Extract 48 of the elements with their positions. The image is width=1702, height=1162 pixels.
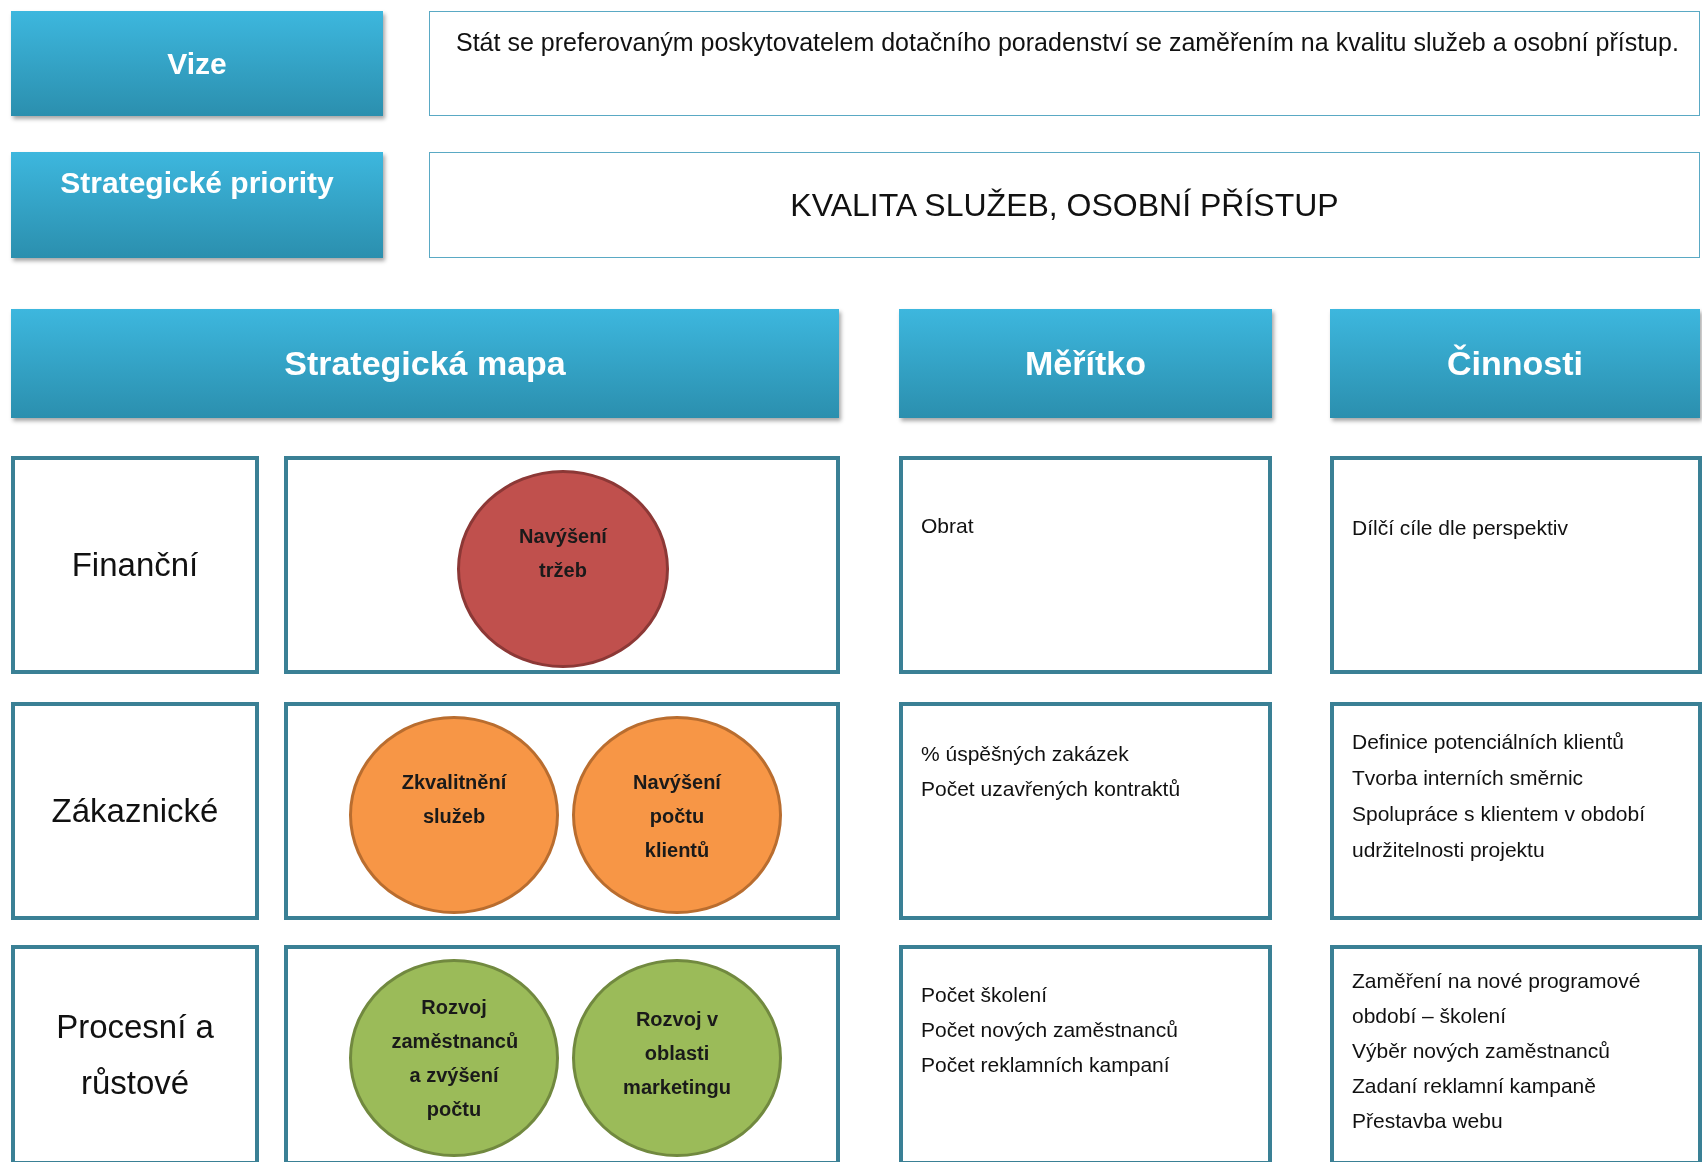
header-bar <box>899 309 1272 418</box>
perspective-label: Procesní a růstové <box>55 1007 215 1103</box>
perspective-label: Finanční <box>71 545 199 585</box>
perspective-box <box>11 702 259 920</box>
text-panel <box>429 11 1700 116</box>
perspective-box <box>11 456 259 674</box>
goal-label: Rozvoj zaměstnanců a zvýšení počtu <box>391 995 517 1122</box>
table-cell-box <box>1330 945 1702 1162</box>
panel-text: Stát se preferovaným poskytovatelem dotačního poradenství se zaměřením na kvalitu služeb a osobní přístup. <box>456 27 1679 58</box>
table-cell-box <box>1330 702 1702 920</box>
list-item: Počet nových zaměstnanců <box>921 1017 1179 1043</box>
list-item: Zadaní reklamní kampaně <box>1352 1073 1597 1099</box>
list-item: Počet reklamních kampaní <box>921 1052 1171 1078</box>
header-bar <box>1330 309 1700 418</box>
header-bar <box>11 309 839 418</box>
header-title: Měřítko <box>1025 344 1146 383</box>
table-cell-box <box>899 945 1272 1162</box>
list-item: Zaměření na nové programové období – školení <box>1352 968 1642 1029</box>
header-title: Strategická mapa <box>284 344 566 383</box>
list-item: Počet uzavřených kontraktů <box>921 776 1182 802</box>
header-bar <box>11 11 383 116</box>
list-item: Počet školení <box>921 982 1049 1008</box>
list-item: Přestavba webu <box>1352 1108 1504 1134</box>
panel-text: KVALITA SLUŽEB, OSOBNÍ PŘÍSTUP <box>790 186 1339 224</box>
map-cell-box <box>284 456 840 674</box>
text-panel <box>429 152 1700 258</box>
goal-label: Navýšení počtu klientů <box>632 770 723 863</box>
header-title: Činnosti <box>1447 344 1583 383</box>
list-item: Tvorba interních směrnic <box>1352 765 1585 791</box>
table-cell-box <box>1330 456 1702 674</box>
list-item: Dílčí cíle dle perspektiv <box>1352 515 1569 541</box>
map-cell-box <box>284 945 840 1162</box>
map-cell-box <box>284 702 840 920</box>
goal-label: Rozvoj v oblasti marketingu <box>622 1007 732 1100</box>
goal-label: Zkvalitnění služeb <box>400 770 508 829</box>
table-cell-box <box>899 456 1272 674</box>
table-cell-box <box>899 702 1272 920</box>
header-title: Vize <box>167 46 227 81</box>
header-bar <box>11 152 383 258</box>
list-item: % úspěšných zakázek <box>921 741 1130 767</box>
list-item: Obrat <box>921 513 975 539</box>
goal-label: Navýšení tržeb <box>518 524 609 583</box>
perspective-label: Zákaznické <box>51 791 219 831</box>
list-item: Spolupráce s klientem v období udržitelnosti projektu <box>1352 801 1646 863</box>
header-title: Strategické priority <box>60 166 334 200</box>
list-item: Definice potenciálních klientů <box>1352 729 1625 755</box>
perspective-box <box>11 945 259 1162</box>
list-item: Výběr nových zaměstnanců <box>1352 1038 1611 1064</box>
